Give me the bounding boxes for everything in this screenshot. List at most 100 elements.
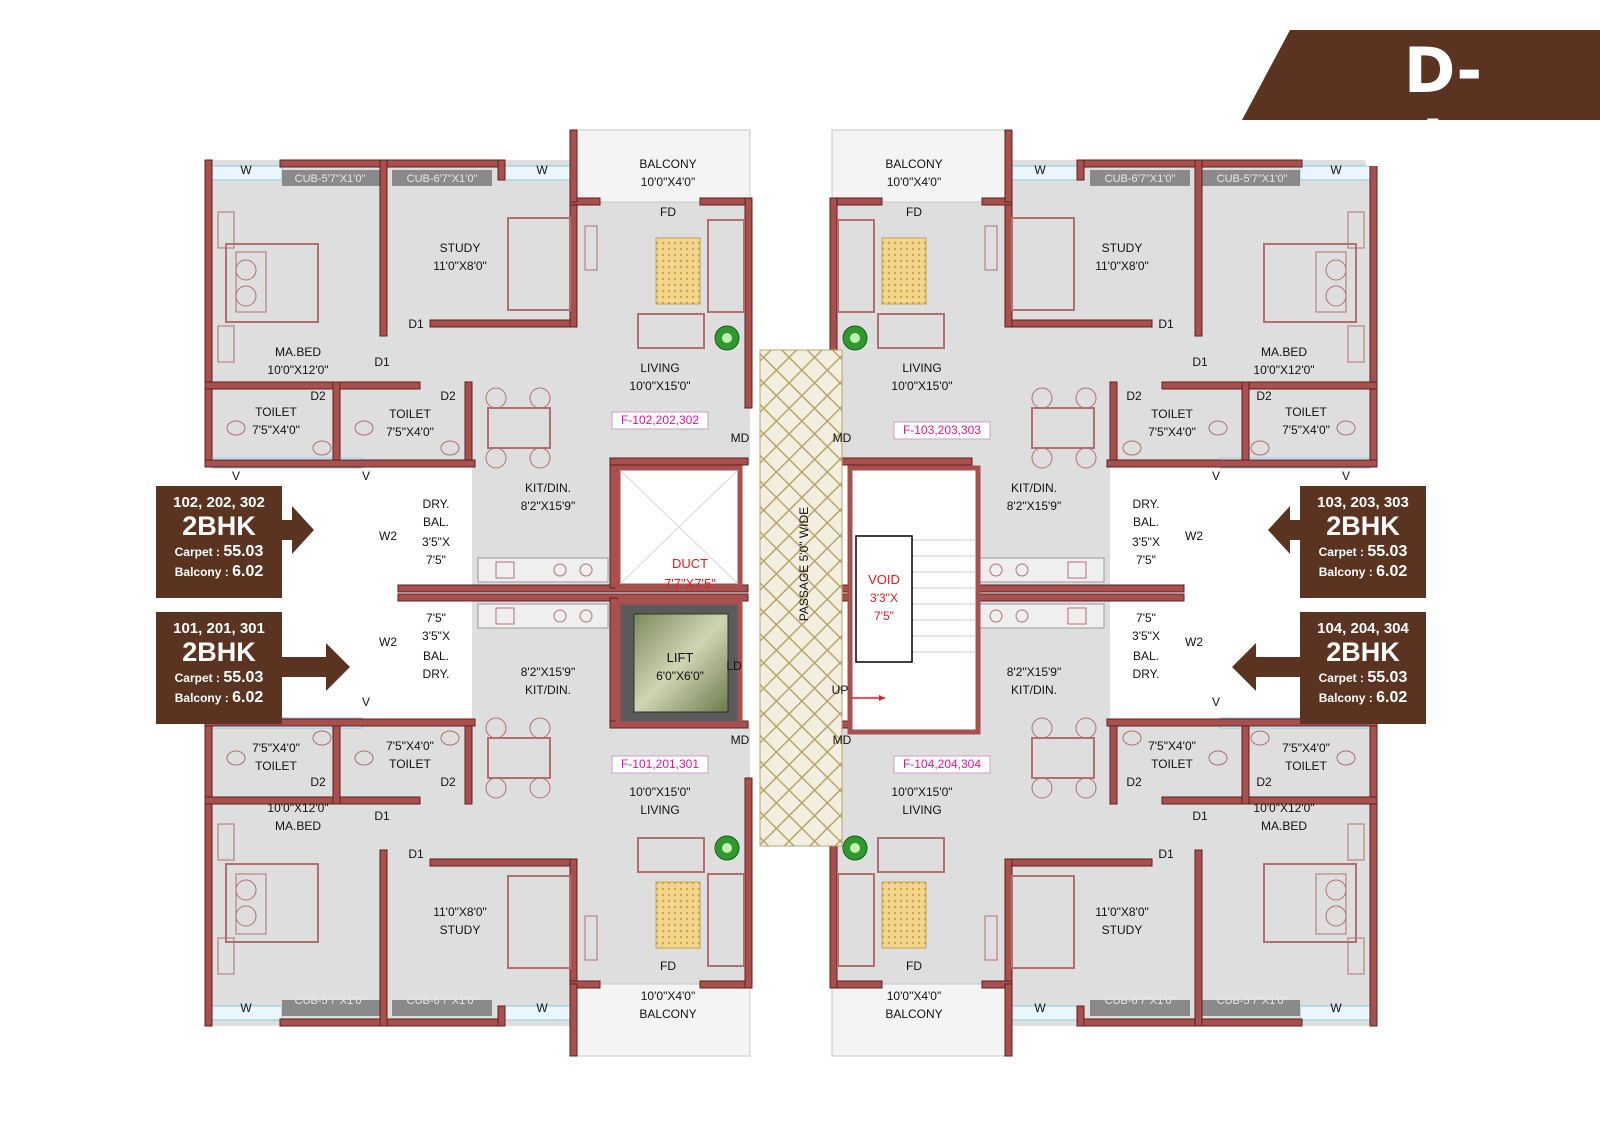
dry-balcony-size: 7'5" [426, 611, 446, 625]
wing-banner [1242, 30, 1600, 120]
duct-label: DUCT [672, 556, 708, 571]
unit-badge-104: 104, 204, 304 2BHK Carpet : 55.03 Balcon… [1300, 612, 1426, 724]
toilet-size: 7'5"X4'0" [386, 739, 434, 753]
dry-balcony-size: 7'5" [1136, 553, 1156, 567]
door-label: D1 [408, 317, 424, 331]
stair-up-label: UP [832, 683, 849, 697]
toilet-size: 7'5"X4'0" [252, 741, 300, 755]
carpet-value: 55.03 [223, 669, 264, 686]
balcony-value: 6.02 [232, 563, 264, 580]
dry-balcony-label: DRY. [1133, 667, 1160, 681]
vent-label: V [232, 469, 240, 483]
living-label: LIVING [902, 803, 941, 817]
balcony-label: Balcony : [1318, 691, 1373, 705]
carpet-label: Carpet : [174, 545, 220, 559]
toilet-size: 7'5"X4'0" [386, 425, 434, 439]
carpet-label: Carpet : [174, 671, 220, 685]
dry-balcony-label: BAL. [423, 649, 449, 663]
void-size: 7'5" [874, 609, 894, 623]
vent-label: V [362, 469, 370, 483]
balcony-size: 10'0"X4'0" [887, 175, 941, 189]
carpet-value: 55.03 [1367, 543, 1408, 560]
study-label: STUDY [1102, 241, 1143, 255]
toilet-label: TOILET [255, 405, 297, 419]
flat-tag: F-102,202,302 [621, 413, 699, 427]
cupboard-label: CUB-5'7"X1'0" [1217, 173, 1288, 185]
window-label: W [240, 1001, 252, 1015]
flat-tag: F-103,203,303 [903, 423, 981, 437]
balcony-label: Balcony : [174, 565, 229, 579]
carpet-label: Carpet : [1318, 545, 1364, 559]
door-label: MD [731, 733, 750, 747]
study-label: STUDY [1102, 923, 1143, 937]
vent-label: V [1212, 469, 1220, 483]
dry-balcony-label: DRY. [423, 497, 450, 511]
void-label: VOID [868, 572, 900, 587]
door-label: D1 [1192, 355, 1208, 369]
living-label: LIVING [640, 803, 679, 817]
toilet-size: 7'5"X4'0" [1282, 741, 1330, 755]
flat-tag-box [893, 755, 991, 774]
badge-units: 103, 203, 303 [1317, 494, 1409, 511]
window-label: W [240, 163, 252, 177]
flat-tag: F-104,204,304 [903, 757, 981, 771]
toilet-size: 7'5"X4'0" [1148, 425, 1196, 439]
badge-units: 102, 202, 302 [173, 494, 265, 511]
master-bed-size: 10'0"X12'0" [1253, 801, 1314, 815]
stair-void [847, 465, 981, 735]
balcony-label: BALCONY [885, 157, 942, 171]
balcony-label: Balcony : [174, 691, 229, 705]
kitchen-label: KIT/DIN. [1011, 683, 1057, 697]
door-label: D1 [1192, 809, 1208, 823]
wing-title: D-Wing [1353, 34, 1533, 181]
door-label: MD [833, 431, 852, 445]
living-size: 10'0"X15'0" [891, 379, 952, 393]
cupboard-label: CUB-6'7"X1'0" [1105, 173, 1176, 185]
master-bed-size: 10'0"X12'0" [1253, 363, 1314, 377]
window-label: W [1034, 1001, 1046, 1015]
flat-tag-box [611, 755, 709, 774]
badge-type: 2BHK [182, 511, 256, 541]
kitchen-size: 8'2"X15'9" [1007, 665, 1061, 679]
door-label: D2 [440, 389, 456, 403]
cupboard-label: CUB-5'7"X1'0" [295, 173, 366, 185]
dry-balcony-label: DRY. [1133, 497, 1160, 511]
badge-type: 2BHK [1326, 637, 1400, 667]
vent-label: V [1342, 469, 1350, 483]
balcony-value: 6.02 [1376, 689, 1408, 706]
arrow-icon [280, 643, 350, 691]
toilet-size: 7'5"X4'0" [1282, 423, 1330, 437]
study-size: 11'0"X8'0" [1095, 905, 1149, 919]
door-label: D1 [374, 355, 390, 369]
carpet-label: Carpet : [1318, 671, 1364, 685]
dry-balcony-size: 3'5"X [1132, 629, 1160, 643]
void-box [855, 535, 913, 663]
toilet-size: 7'5"X4'0" [252, 423, 300, 437]
door-label: D1 [1158, 847, 1174, 861]
window-label: W2 [379, 529, 397, 543]
flat-tag: F-101,201,301 [621, 757, 699, 771]
door-label: D1 [374, 809, 390, 823]
balcony-value: 6.02 [232, 689, 264, 706]
passage-label: PASSAGE 5'0" WIDE [797, 507, 811, 621]
balcony-label: Balcony : [1318, 565, 1373, 579]
living-size: 10'0"X15'0" [629, 785, 690, 799]
balcony-size: 10'0"X4'0" [641, 989, 695, 1003]
balcony-size: 10'0"X4'0" [641, 175, 695, 189]
toilet-label: TOILET [1285, 759, 1327, 773]
dry-balcony-size: 3'5"X [422, 535, 450, 549]
door-label: MD [731, 431, 750, 445]
window-label: W [536, 163, 548, 177]
dry-balcony-label: DRY. [423, 667, 450, 681]
kitchen-size: 8'2"X15'9" [1007, 499, 1061, 513]
toilet-label: TOILET [1151, 407, 1193, 421]
arrow-icon [280, 506, 314, 554]
study-label: STUDY [440, 241, 481, 255]
living-size: 10'0"X15'0" [629, 379, 690, 393]
kitchen-label: KIT/DIN. [1011, 481, 1057, 495]
toilet-label: TOILET [1285, 405, 1327, 419]
window-label: W2 [1185, 635, 1203, 649]
badge-units: 104, 204, 304 [1317, 620, 1409, 637]
study-size: 11'0"X8'0" [1095, 259, 1149, 273]
kitchen-label: KIT/DIN. [525, 683, 571, 697]
